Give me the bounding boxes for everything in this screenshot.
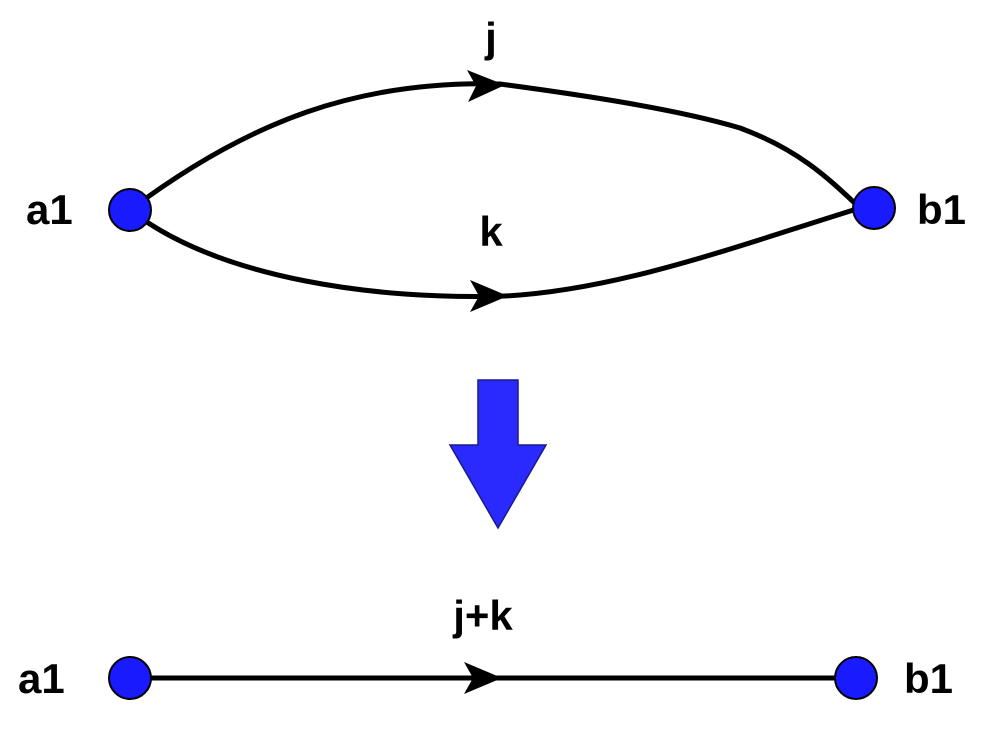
node-a1-bottom (108, 656, 152, 700)
node-a1-bottom-label: a1 (18, 655, 65, 702)
node-b1-bottom (834, 656, 878, 700)
edge-k-arrowhead (470, 280, 508, 312)
node-b1-bottom-label: b1 (904, 655, 953, 702)
edge-j-label: j (484, 14, 497, 61)
bottom-graph: j+k a1 b1 (18, 592, 953, 702)
node-a1-top-label: a1 (26, 186, 73, 233)
edge-jk-label: j+k (452, 592, 513, 639)
node-a1-top (108, 188, 152, 232)
node-b1-top-label: b1 (917, 186, 966, 233)
edge-k-label: k (479, 208, 503, 255)
transform-down-arrow-icon (448, 379, 548, 530)
top-graph: j k a1 b1 (26, 14, 966, 312)
node-b1-top (852, 186, 896, 230)
edge-j-arrowhead (467, 70, 505, 102)
edge-jk-arrowhead (464, 662, 502, 694)
edge-j-path (127, 81, 863, 213)
